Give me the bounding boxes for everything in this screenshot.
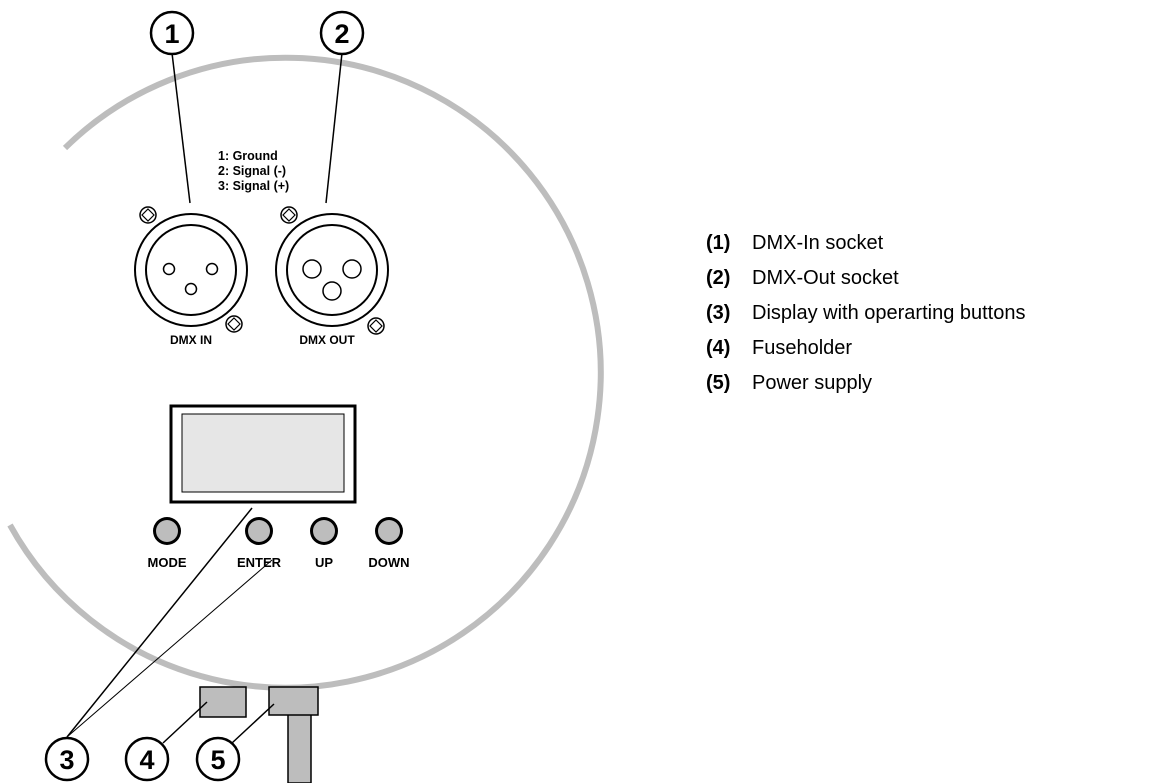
- callout-2: 2: [319, 10, 365, 56]
- callout-3: 3: [44, 736, 90, 782]
- dmx-out-label: DMX OUT: [299, 333, 355, 347]
- screw-icon: [280, 206, 298, 224]
- callout-5: 5: [195, 736, 241, 782]
- svg-text:2: 2: [334, 19, 349, 49]
- callout-1: 1: [149, 10, 195, 56]
- leader-line-3a: [66, 507, 253, 738]
- legend-text: Fuseholder: [752, 337, 853, 359]
- fuseholder: [199, 686, 247, 718]
- svg-text:1: 1: [164, 19, 179, 49]
- legend-item: (2) DMX-Out socket: [706, 261, 1156, 296]
- legend-text: DMX-In socket: [752, 232, 884, 254]
- legend-number: (5): [706, 372, 731, 394]
- pin-legend-2: 2: Signal (-): [218, 164, 286, 178]
- legend-text: Display with operarting buttons: [752, 302, 1026, 324]
- power-supply-cable: [287, 711, 312, 783]
- up-button: [310, 517, 338, 545]
- svg-text:4: 4: [139, 745, 154, 775]
- down-button-label: DOWN: [368, 555, 409, 570]
- power-supply-socket: [268, 686, 319, 716]
- pin-legend-3: 3: Signal (+): [218, 179, 289, 193]
- enter-button-label: ENTER: [237, 555, 282, 570]
- mode-button: [153, 517, 181, 545]
- leader-line-3b: [66, 559, 273, 738]
- legend: (1) DMX-In socket (2) DMX-Out socket (3)…: [706, 226, 1156, 401]
- dmx-in-label: DMX IN: [170, 333, 212, 347]
- housing-outline: [7, 54, 604, 691]
- svg-text:3: 3: [59, 745, 74, 775]
- screw-icon: [139, 206, 157, 224]
- enter-button: [245, 517, 273, 545]
- screw-icon: [225, 315, 243, 333]
- legend-item: (3) Display with operarting buttons: [706, 296, 1156, 331]
- legend-text: DMX-Out socket: [752, 267, 899, 289]
- leader-line-2: [325, 52, 343, 204]
- legend-item: (1) DMX-In socket: [706, 226, 1156, 261]
- up-button-label: UP: [315, 555, 333, 570]
- down-button: [375, 517, 403, 545]
- mode-button-label: MODE: [148, 555, 187, 570]
- leader-line-5: [231, 703, 275, 744]
- legend-number: (1): [706, 232, 731, 254]
- dmx-out-socket: [275, 206, 389, 335]
- callout-4: 4: [124, 736, 170, 782]
- pin-legend-1: 1: Ground: [218, 149, 278, 163]
- display: [169, 404, 357, 504]
- leader-line-1: [171, 52, 191, 204]
- legend-item: (5) Power supply: [706, 366, 1156, 401]
- svg-text:5: 5: [210, 745, 225, 775]
- legend-item: (4) Fuseholder: [706, 331, 1156, 366]
- screw-icon: [367, 317, 385, 335]
- legend-number: (4): [706, 337, 731, 359]
- legend-number: (3): [706, 302, 731, 324]
- leader-line-4: [162, 701, 208, 744]
- legend-number: (2): [706, 267, 731, 289]
- legend-text: Power supply: [752, 372, 873, 394]
- dmx-in-socket: [134, 206, 248, 333]
